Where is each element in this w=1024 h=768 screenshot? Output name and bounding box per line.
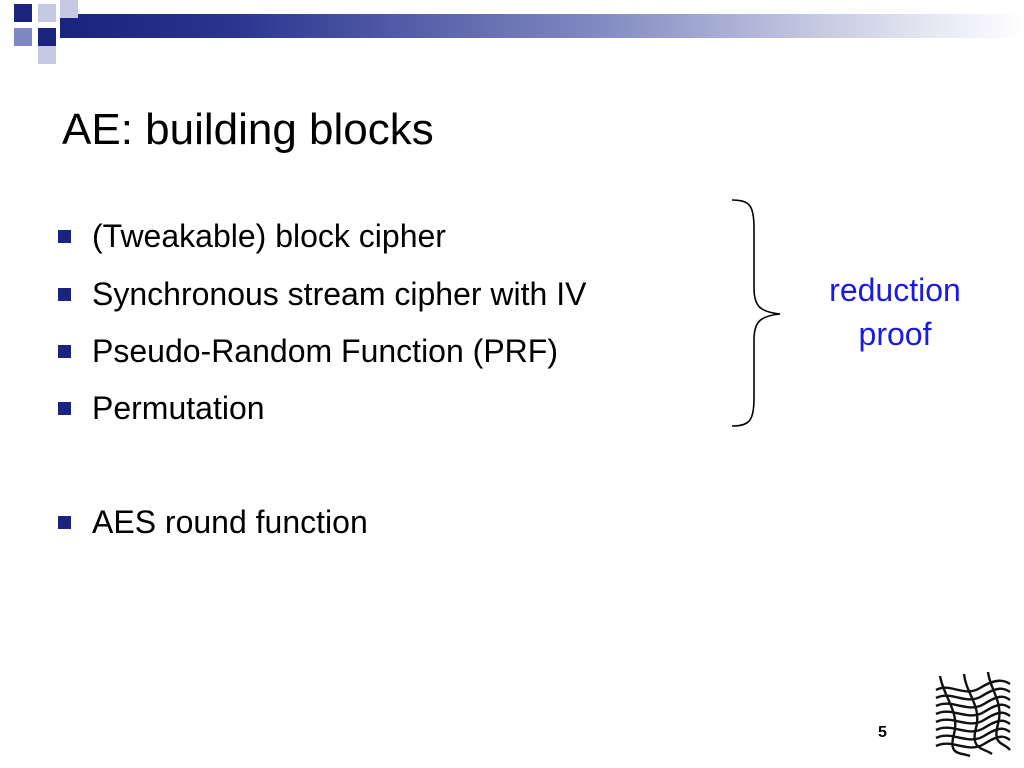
page-number: 5: [878, 724, 887, 741]
decor-square: [38, 46, 56, 64]
bullet-text: Permutation: [92, 390, 265, 426]
square-bullet-icon: [58, 230, 71, 243]
swirl-logo-icon: [935, 671, 1011, 758]
square-bullet-icon: [58, 345, 71, 358]
decor-square: [14, 4, 32, 22]
curly-brace-icon: [731, 199, 781, 427]
bullet-text: (Tweakable) block cipher: [92, 218, 446, 254]
square-bullet-icon: [58, 402, 71, 415]
header-band: [60, 14, 1024, 38]
decor-square: [60, 0, 78, 18]
note-line: proof: [858, 316, 932, 352]
bullet-text: Pseudo-Random Function (PRF): [92, 333, 558, 369]
note-line: reduction: [829, 272, 961, 308]
decor-square: [14, 28, 32, 46]
slide-title: AE: building blocks: [62, 105, 434, 154]
reduction-proof-note: reduction proof: [800, 268, 990, 356]
bullet-text: AES round function: [92, 504, 368, 540]
square-bullet-icon: [58, 288, 71, 301]
decor-square: [38, 4, 56, 22]
decor-square: [38, 28, 56, 46]
bullet-text: Synchronous stream cipher with IV: [92, 276, 587, 312]
square-bullet-icon: [58, 516, 71, 529]
